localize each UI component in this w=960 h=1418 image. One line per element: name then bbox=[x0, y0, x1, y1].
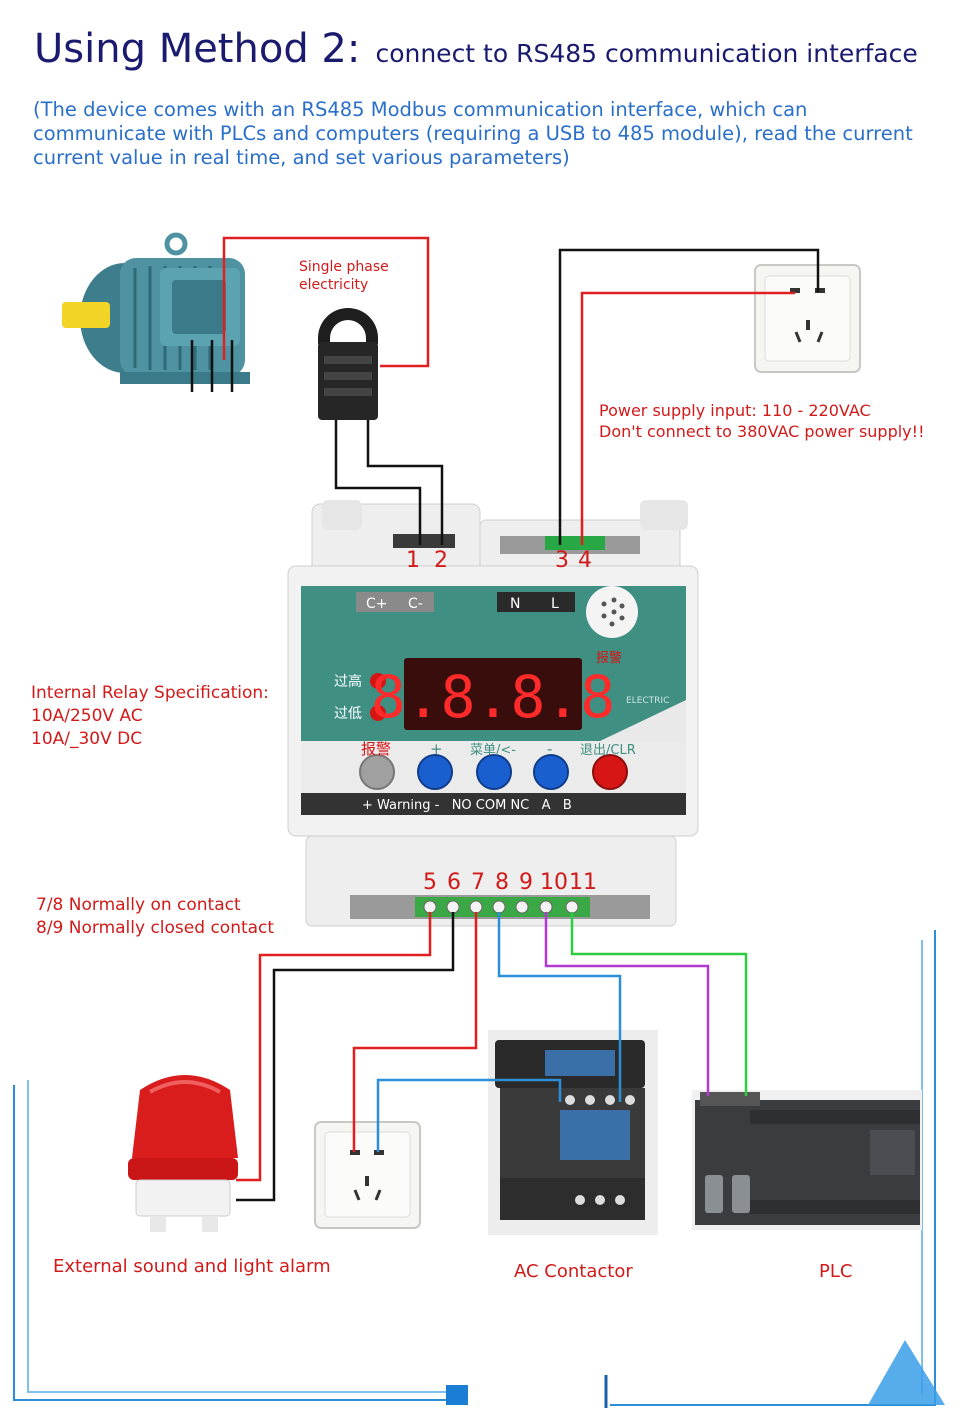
wire-socket-term4-red bbox=[580, 291, 795, 545]
wire-motor-ct-red bbox=[222, 236, 430, 368]
socket-bottom bbox=[314, 1121, 421, 1229]
wire-term6-alarm-black bbox=[236, 912, 455, 1202]
terminal-9: 9 bbox=[519, 870, 533, 895]
page-title: Using Method 2: connect to RS485 communi… bbox=[34, 26, 918, 72]
device-display: 8.8.8.8 bbox=[371, 663, 615, 731]
terminal-7: 7 bbox=[471, 870, 485, 895]
terminal-5: 5 bbox=[423, 870, 437, 895]
label-plc: PLC bbox=[819, 1261, 853, 1282]
label-contactor: AC Contactor bbox=[514, 1261, 633, 1282]
motor-image bbox=[62, 232, 250, 384]
device-ct-plus: C+ bbox=[366, 596, 388, 612]
device-over-high: 过高 bbox=[334, 673, 362, 690]
terminal-2: 2 bbox=[434, 548, 448, 573]
device-alarm-cn: 报警 bbox=[596, 650, 622, 666]
device-btn-alarm-label: 报警 bbox=[361, 740, 391, 758]
wire-term10-plc-purple bbox=[544, 912, 710, 1096]
device-l: L bbox=[551, 596, 559, 612]
wire-ct-term2 bbox=[366, 420, 444, 545]
wire-term5-alarm-red bbox=[236, 912, 432, 1182]
wire-contactor-socket-blue bbox=[376, 1078, 562, 1152]
label-power-supply: Power supply input: 110 - 220VAC Don't c… bbox=[599, 401, 925, 441]
device-btn-plus-label: + bbox=[430, 740, 443, 758]
label-contacts: 7/8 Normally on contact 8/9 Normally clo… bbox=[36, 895, 275, 938]
device-btn-minus-label: - bbox=[547, 740, 552, 758]
device-n: N bbox=[510, 596, 520, 612]
frame-square bbox=[446, 1385, 468, 1405]
title-main: Using Method 2: bbox=[34, 26, 361, 72]
device-bottom-row: + Warning - NO COM NC A B bbox=[362, 798, 572, 813]
current-transformer bbox=[318, 308, 378, 420]
device-btn-menu-label: 菜单/<- bbox=[470, 743, 516, 758]
device-brand: ELECTRIC bbox=[626, 696, 669, 706]
terminal-11: 11 bbox=[569, 870, 597, 895]
wire-term7-socket-red bbox=[352, 912, 478, 1152]
label-relay-spec: Internal Relay Specification: 10A/250V A… bbox=[31, 683, 269, 749]
device-btn-exit-label: 退出/CLR bbox=[580, 743, 636, 758]
alarm-beacon bbox=[128, 1075, 238, 1232]
wire-term8-contactor-blue bbox=[497, 912, 622, 1102]
terminal-8: 8 bbox=[495, 870, 509, 895]
terminal-6: 6 bbox=[447, 870, 461, 895]
label-alarm: External sound and light alarm bbox=[53, 1256, 331, 1277]
device-over-low: 过低 bbox=[334, 706, 362, 722]
terminal-3: 3 bbox=[555, 548, 569, 573]
frame-triangle bbox=[868, 1340, 945, 1405]
wire-ct-term1 bbox=[334, 420, 422, 545]
terminal-10: 10 bbox=[540, 870, 568, 895]
title-sub: connect to RS485 communication interface bbox=[375, 39, 918, 68]
terminal-4: 4 bbox=[578, 548, 592, 573]
terminal-1: 1 bbox=[406, 548, 420, 573]
wire-term11-plc-green bbox=[570, 912, 748, 1096]
device-ct-minus: C- bbox=[408, 596, 423, 612]
label-single-phase: Single phase electricity bbox=[299, 259, 389, 293]
controller-device bbox=[287, 500, 699, 927]
ac-contactor bbox=[488, 1030, 658, 1235]
wire-socket-term3-black bbox=[558, 248, 820, 545]
intro-text: (The device comes with an RS485 Modbus c… bbox=[33, 98, 913, 169]
